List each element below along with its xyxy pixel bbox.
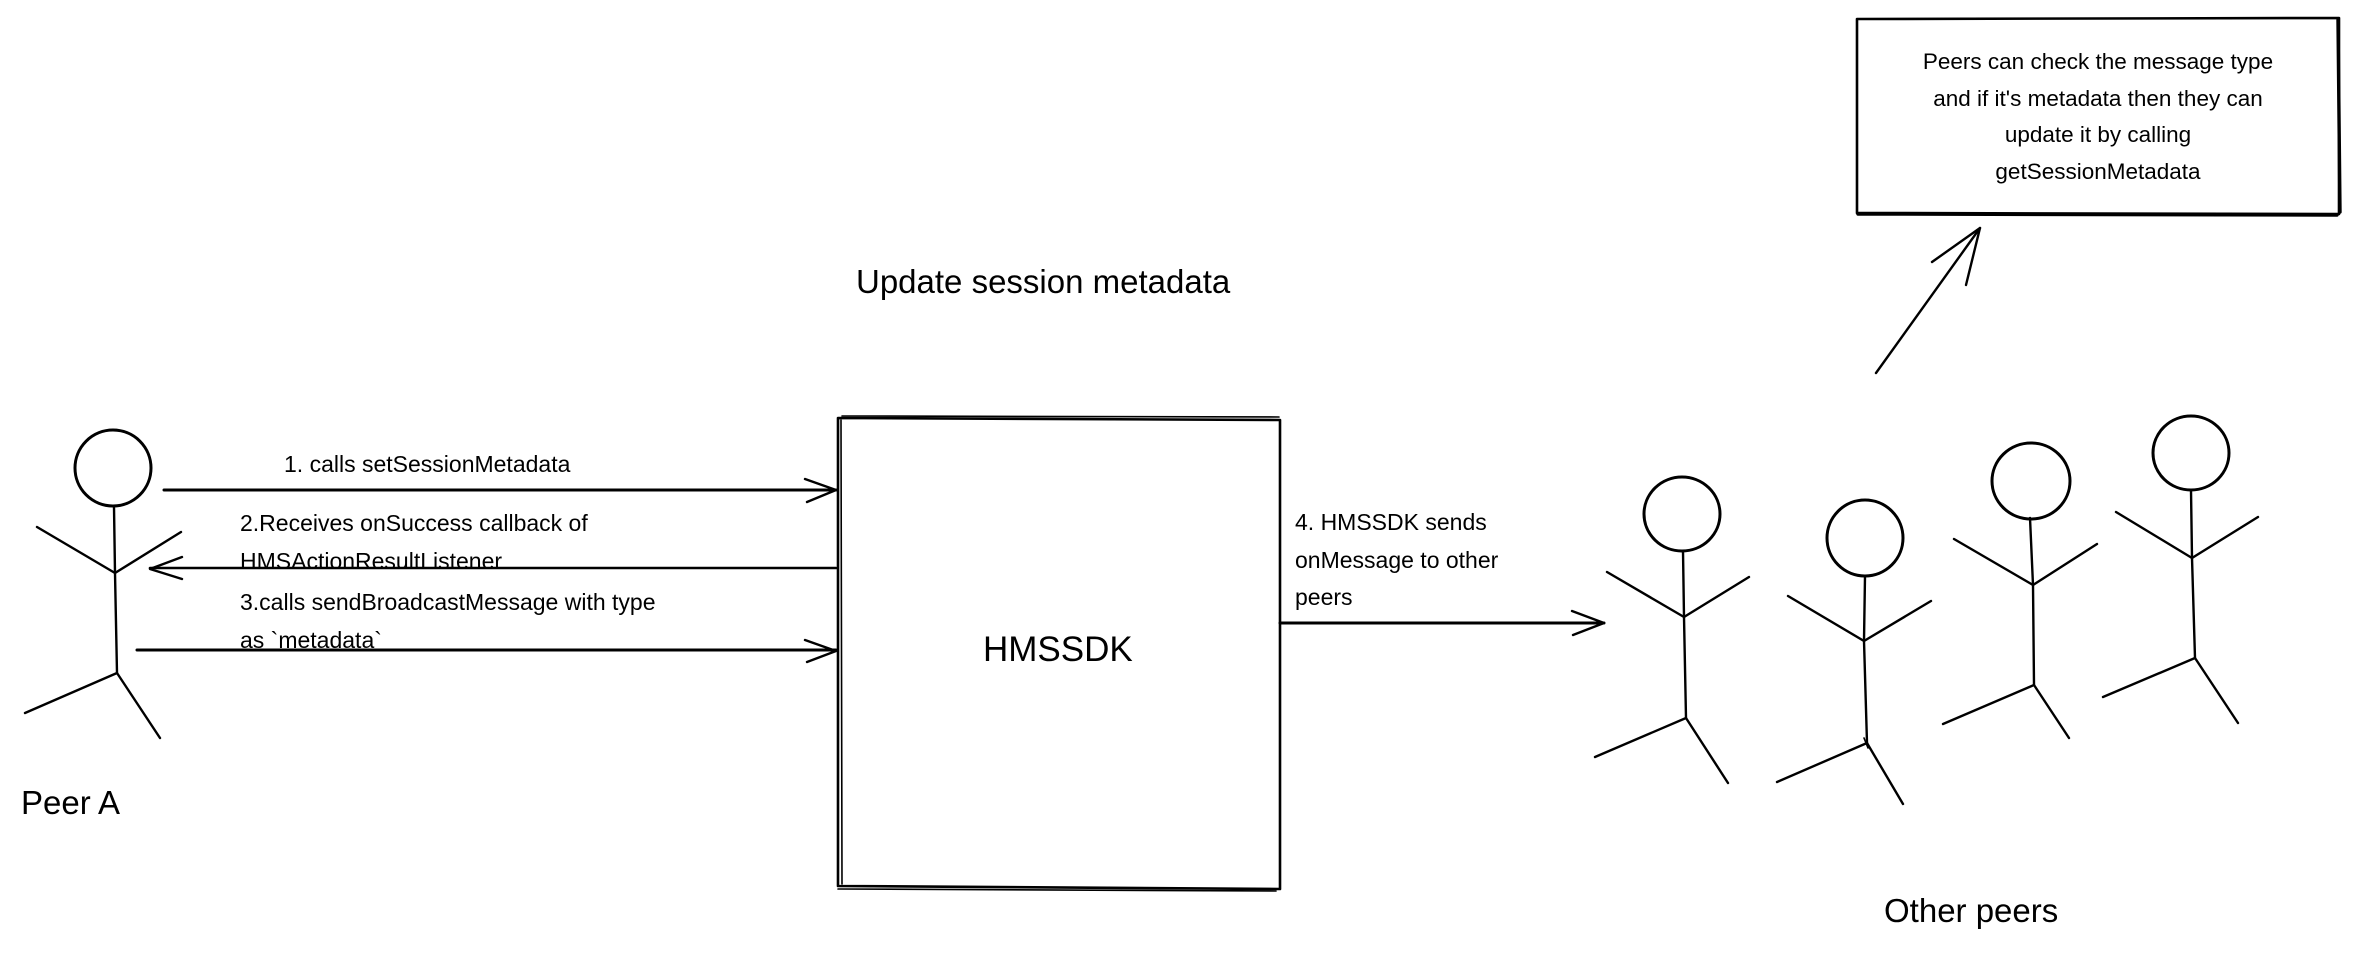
message-step-1-line-1: 1. calls setSessionMetadata bbox=[284, 451, 571, 477]
other-peer-3-stick-figure-icon bbox=[1941, 441, 2099, 740]
message-step-2-line-1: 2.Receives onSuccess callback of bbox=[240, 510, 588, 536]
peer-a-stick-figure-icon bbox=[23, 428, 183, 740]
hmssdk-box bbox=[836, 415, 1282, 892]
message-step-4-line-3: peers bbox=[1295, 584, 1353, 610]
callout-line-3: update it by calling bbox=[2004, 122, 2192, 148]
other-peer-1-stick-figure-icon bbox=[1593, 475, 1751, 785]
other-peer-2-stick-figure-icon bbox=[1775, 498, 1933, 806]
message-step-2-line-2: HMSActionResultListener bbox=[240, 547, 503, 574]
message-step-2-label: 2.Receives onSuccess callback of HMSActi… bbox=[240, 505, 588, 580]
message-step-4-line-2: onMessage to other bbox=[1295, 546, 1499, 573]
message-step-3-line-2: as `metadata` bbox=[240, 626, 382, 653]
callout-text: Peers can check the message type and if … bbox=[1857, 44, 2339, 191]
message-step-4-line-1: 4. HMSSDK sends bbox=[1295, 509, 1487, 535]
message-step-1-label: 1. calls setSessionMetadata bbox=[284, 446, 570, 484]
other-peer-4-stick-figure-icon bbox=[2101, 414, 2260, 725]
callout-line-4: getSessionMetadata bbox=[1995, 159, 2201, 185]
arrow-step-2 bbox=[148, 555, 838, 581]
peer-a-label: Peer A bbox=[21, 784, 121, 821]
message-step-3-label: 3.calls sendBroadcastMessage with type a… bbox=[240, 584, 656, 659]
other-peers-label: Other peers bbox=[1884, 892, 2059, 929]
message-step-4-label: 4. HMSSDK sends onMessage to other peers bbox=[1295, 504, 1498, 617]
callout-box bbox=[1855, 16, 2342, 217]
arrow-step-3 bbox=[135, 638, 838, 664]
callout-line-1: Peers can check the message type bbox=[1922, 49, 2274, 74]
callout-pointer-arrow bbox=[1874, 226, 1982, 375]
diagram-title: Update session metadata bbox=[856, 263, 1231, 300]
message-step-3-line-1: 3.calls sendBroadcastMessage with type bbox=[240, 589, 656, 615]
callout-line-2: and if it's metadata then they can bbox=[1933, 85, 2263, 111]
arrow-step-1 bbox=[162, 477, 838, 504]
arrow-step-4 bbox=[1278, 609, 1606, 637]
hmssdk-label: HMSSDK bbox=[983, 630, 1133, 669]
